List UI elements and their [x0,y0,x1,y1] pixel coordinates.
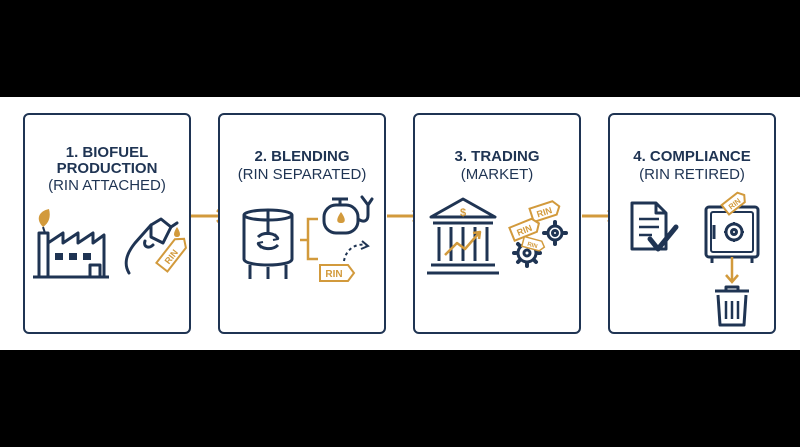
stage-title: 3. TRADING [454,148,540,165]
rin-tag-label: RIN [526,242,538,250]
checked-document-icon [630,201,679,252]
fuel-tanker-icon [322,197,360,235]
stage-illustration: RIN [242,195,374,282]
stage-biofuel-production: 1. BIOFUEL PRODUCTION (RIN ATTACHED) [23,113,191,334]
gear-icon [542,220,568,246]
trend-up-icon [444,230,482,256]
rin-tag-icon: RIN [520,235,546,252]
stage-title-line: PRODUCTION [56,160,158,177]
rin-tag-icon: RIN [154,237,187,273]
rin-tag-label: RIN [325,269,342,280]
safe-icon [704,205,760,263]
trash-can-icon [715,285,749,327]
stage-illustration: $ [427,197,568,275]
stage-illustration: RIN [33,209,187,279]
leaf-icon [38,209,50,234]
rin-tag-icon: RIN [720,191,746,216]
stage-title: 2. BLENDING [254,148,350,165]
stage-illustration: RIN [630,191,760,327]
rin-tag-icon: RIN [528,200,561,224]
fuel-nozzle-icon [124,217,179,275]
stage-subtitle: (RIN ATTACHED) [48,177,166,194]
rin-tag-label: RIN [535,205,553,219]
factory-icon [33,231,109,279]
split-bracket [300,217,318,261]
down-arrow-icon [725,257,739,284]
stage-subtitle: (MARKET) [460,166,534,183]
rin-tag-icon: RIN [508,217,541,243]
stage-subtitle: (RIN RETIRED) [639,166,745,183]
stage-title-line: 1. BIOFUEL [65,144,149,161]
blending-tank-icon [242,208,294,279]
dollar-sign-icon: $ [460,207,466,219]
stage-trading: 3. TRADING (MARKET) $ [413,113,581,334]
dotted-arrow-icon [343,240,370,262]
rin-tag-icon: RIN [319,264,356,282]
stage-blending: 2. BLENDING (RIN SEPARATED) [218,113,386,334]
bank-building-icon [427,197,499,275]
fuel-nozzle-icon [356,195,374,223]
fuel-drop-icon [174,227,180,237]
rin-lifecycle-diagram: 1. BIOFUEL PRODUCTION (RIN ATTACHED) [0,97,800,350]
stage-subtitle: (RIN SEPARATED) [237,166,367,183]
stage-compliance: 4. COMPLIANCE (RIN RETIRED) [608,113,776,334]
stage-title: 4. COMPLIANCE [633,148,751,165]
